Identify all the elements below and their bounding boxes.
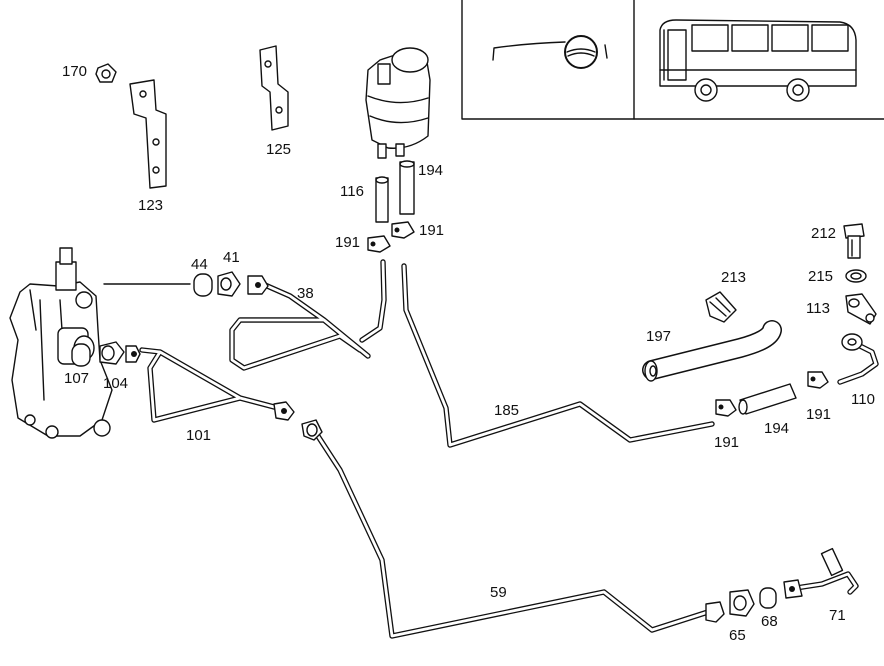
label-65: 65 bbox=[729, 627, 746, 644]
label-194-mid: 194 bbox=[764, 420, 789, 437]
label-116: 116 bbox=[340, 183, 364, 200]
nut-65 bbox=[705, 589, 755, 623]
fitting-101-end bbox=[273, 401, 295, 421]
label-41: 41 bbox=[223, 249, 240, 266]
label-113: 113 bbox=[806, 300, 830, 317]
nut-104 bbox=[99, 341, 141, 365]
bus-icon bbox=[659, 19, 857, 102]
label-191-right: 191 bbox=[419, 222, 444, 239]
label-68: 68 bbox=[761, 613, 778, 630]
pipe-71 bbox=[793, 547, 859, 595]
label-170: 170 bbox=[62, 63, 87, 80]
label-191-left: 191 bbox=[335, 234, 360, 251]
steering-wheel-icon bbox=[492, 35, 608, 69]
label-38: 38 bbox=[297, 285, 314, 302]
label-101: 101 bbox=[186, 427, 211, 444]
hose-116 bbox=[375, 176, 389, 223]
washer-170 bbox=[95, 63, 117, 83]
label-191-right-lower: 191 bbox=[806, 406, 831, 423]
hose-194-top bbox=[399, 160, 415, 215]
banjo-bolt-212 bbox=[843, 223, 865, 259]
seal-ring-215 bbox=[845, 269, 867, 283]
label-197: 197 bbox=[646, 328, 671, 345]
banjo-fitting-113 bbox=[845, 293, 877, 325]
label-123: 123 bbox=[138, 197, 163, 214]
pipe-connector bbox=[359, 259, 387, 343]
label-194-top: 194 bbox=[418, 162, 443, 179]
pipe-110 bbox=[837, 342, 879, 385]
hose-194-mid bbox=[738, 383, 797, 415]
hose-197 bbox=[642, 320, 782, 382]
label-125: 125 bbox=[266, 141, 291, 158]
oil-reservoir bbox=[365, 47, 431, 159]
fitting-213 bbox=[705, 291, 737, 323]
fitting-38-end bbox=[247, 275, 269, 295]
label-191-mid: 191 bbox=[714, 434, 739, 451]
label-107: 107 bbox=[64, 370, 89, 387]
nut-41 bbox=[217, 271, 241, 297]
bracket-123 bbox=[129, 79, 167, 189]
label-71: 71 bbox=[829, 607, 846, 624]
seal-107 bbox=[71, 343, 91, 367]
pipe-101 bbox=[139, 347, 281, 423]
banjo-fitting-110 bbox=[841, 333, 863, 351]
part-labels: 170 123 125 116 194 191 191 44 41 38 107… bbox=[62, 63, 875, 644]
label-185: 185 bbox=[494, 402, 519, 419]
label-110: 110 bbox=[851, 391, 875, 408]
label-212: 212 bbox=[811, 225, 836, 242]
label-104: 104 bbox=[103, 375, 128, 392]
steering-gear-box bbox=[9, 247, 113, 439]
label-44: 44 bbox=[191, 256, 208, 273]
pipe-38 bbox=[229, 282, 371, 371]
label-213: 213 bbox=[721, 269, 746, 286]
fitting-71-end bbox=[783, 579, 803, 599]
clamp-191-right-lower bbox=[807, 371, 829, 389]
clamp-191-right bbox=[391, 221, 415, 239]
fitting-59-start bbox=[301, 419, 323, 441]
pipe-185 bbox=[401, 263, 715, 448]
label-59: 59 bbox=[490, 584, 507, 601]
clamp-191-mid bbox=[715, 399, 737, 417]
seal-44 bbox=[193, 273, 213, 297]
label-215: 215 bbox=[808, 268, 833, 285]
clamp-191-left bbox=[367, 235, 391, 253]
vehicle-inset-frame bbox=[461, 0, 884, 120]
pipe-59 bbox=[311, 427, 711, 639]
bracket-125 bbox=[259, 45, 289, 131]
seal-68 bbox=[759, 587, 777, 609]
